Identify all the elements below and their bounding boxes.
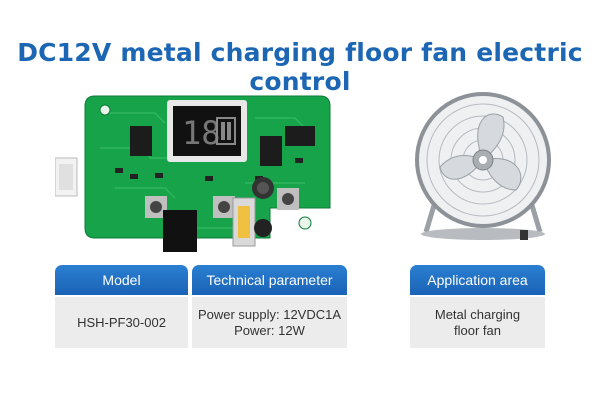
cell-technical-parameter: Power supply: 12VDC1A Power: 12W <box>192 297 347 348</box>
pcb-board-image: 18 <box>54 88 340 253</box>
page-title: DC12V metal charging floor fan electric … <box>17 38 583 96</box>
header-model: Model <box>55 265 188 295</box>
technical-parameter-value: Power supply: 12VDC1A Power: 12W <box>197 306 342 338</box>
model-value: HSH-PF30-002 <box>77 314 166 330</box>
cell-application-area: Metal charging floor fan <box>410 297 545 348</box>
header-technical-parameter: Technical parameter <box>192 265 347 295</box>
floor-fan-image <box>408 82 558 252</box>
display-digits: 18 <box>182 114 221 152</box>
application-area-value: Metal charging floor fan <box>434 306 521 338</box>
header-application-area: Application area <box>410 265 545 295</box>
cell-model: HSH-PF30-002 <box>55 297 188 348</box>
